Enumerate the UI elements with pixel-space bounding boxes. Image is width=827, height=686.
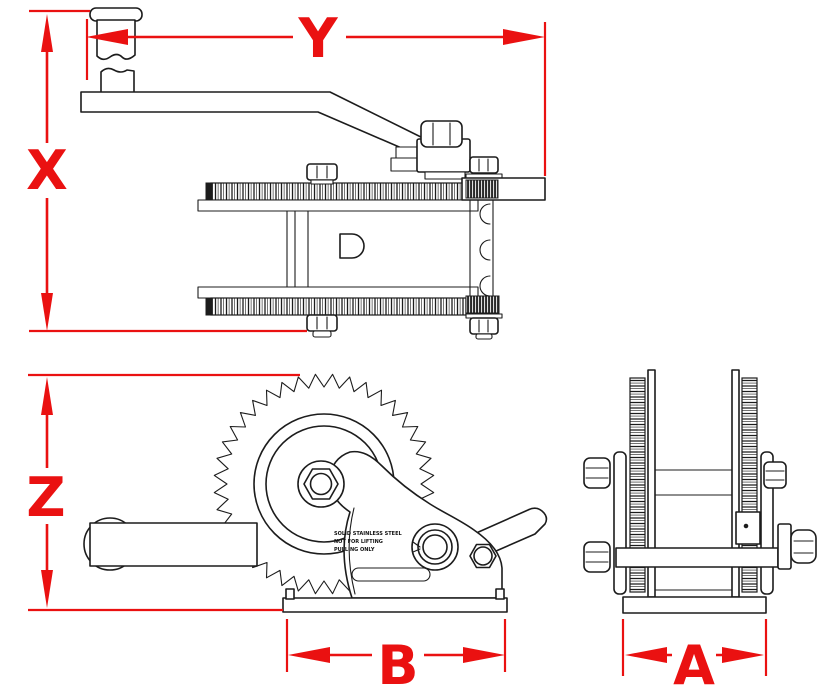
axle-hub-right [777,523,817,570]
dimension-z: Z [26,373,300,612]
cable-loop [479,203,491,225]
pawl-nut [469,543,497,569]
ratchet-gear-section-bottom [465,295,500,314]
cable-loop [479,275,491,297]
pawl-housing [735,511,761,545]
warning-note: SOLID STAINLESS STEEL NOT FOR LIFTING PU… [334,531,402,553]
ratchet-gear-section-top [465,179,499,199]
cable-anchor-tab [339,233,365,259]
shaft-nut-bottom [469,317,499,335]
gear-flange-left [629,377,646,593]
note-line-3: PULLING ONLY [334,547,375,553]
y-arrow-right [503,29,545,45]
dimension-a: A [621,619,768,686]
gear-center-nut [303,468,339,500]
tie-rod-bolt-left [583,457,611,489]
base-tab-left [285,588,295,600]
drum-tube [89,522,258,567]
tie-rod-nut-bottom [306,314,338,338]
handle-knob-cap [89,7,143,22]
frame-plate-left-edge [613,451,627,595]
gear-flange-strip-top [210,182,477,201]
hub-washer-2 [390,157,418,172]
frame-plate [329,450,503,599]
dimension-x: X [26,9,307,333]
axle-nut-left [583,541,611,573]
b-arrow-right [463,647,505,663]
dimension-y: Y [85,7,547,176]
shaft-nut-top [469,156,499,174]
z-arrow-down [41,570,53,608]
base-plate-side [282,597,508,613]
handle-grip-lower [100,67,135,94]
top-view [80,7,546,340]
strip-end-cap [205,297,213,316]
x-arrow-down [41,293,53,331]
hub-washer-1 [395,146,418,159]
tie-rod-bolt-right [763,461,787,489]
axle-shaft [615,547,779,568]
z-arrow-up [41,377,53,415]
y-arrow-left [86,29,128,45]
b-arrow-left [288,647,330,663]
side-plate-top [197,199,479,212]
a-arrow-right [722,647,764,663]
cable-loop [479,239,491,261]
ratchet-and-shaft-socket [461,156,546,340]
dim-label-a: A [673,634,715,686]
front-view [583,369,817,614]
side-plate-bottom [197,286,479,299]
dim-label-b: B [377,634,418,686]
a-arrow-left [625,647,667,663]
shaft-boss [411,523,459,571]
strip-end-cap [205,182,213,201]
drum-assembly-top [197,171,494,319]
handle-arm [80,91,434,160]
note-line-2: NOT FOR LIFTING [334,539,383,545]
dimension-b: B [285,619,507,686]
note-line-1: SOLID STAINLESS STEEL [334,531,402,537]
handle-hub-nut [420,120,463,148]
x-arrow-up [41,14,53,52]
plate-slot [351,567,431,582]
side-view: SOLID STAINLESS STEEL NOT FOR LIFTING PU… [83,373,548,613]
dim-label-x: X [26,139,68,202]
plate-bend-line [348,507,356,595]
hub-washer-3 [424,171,466,180]
dim-label-y: Y [297,7,338,70]
tie-rod-nut-top [306,163,338,185]
gear-flange-strip-bottom [210,297,477,316]
base-tab-right [495,588,505,600]
dim-label-z: Z [26,466,65,529]
base-plate-front [622,596,767,614]
